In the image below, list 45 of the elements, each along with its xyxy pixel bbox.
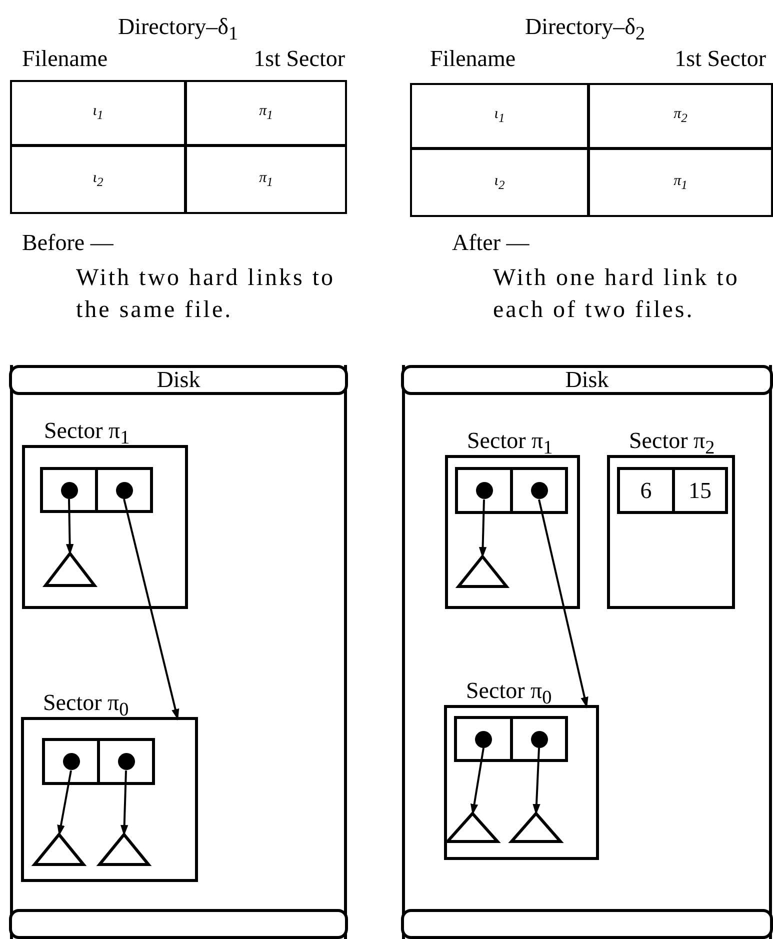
sector-label: Sector π$_{0}$ bbox=[466, 677, 552, 711]
triangle-symbol bbox=[44, 552, 96, 587]
table-cell-text: π$_{1}$ bbox=[258, 168, 274, 190]
column-header: 1st Sector bbox=[254, 46, 345, 72]
column-header: 1st Sector bbox=[674, 46, 766, 72]
table-title: Directory–δ$_{2}$ bbox=[524, 14, 646, 46]
triangle-symbol bbox=[446, 812, 499, 843]
table-cell: π$_{2}$ bbox=[590, 85, 771, 150]
pointer-cell bbox=[95, 467, 153, 513]
sector-label: Sector π$_{0}$ bbox=[43, 689, 129, 723]
arrow bbox=[470, 748, 484, 816]
caption-heading: After — bbox=[452, 230, 530, 256]
column-header: Filename bbox=[22, 46, 108, 72]
disk-header: Disk bbox=[401, 365, 773, 395]
caption-heading: Before — bbox=[22, 230, 114, 256]
table-cell: ι$_{1}$ bbox=[12, 82, 187, 147]
value-cell: 15 bbox=[672, 467, 728, 514]
caption-text: With one hard link to each of two files. bbox=[493, 264, 740, 325]
column-header: Filename bbox=[430, 46, 516, 72]
pointer-cell bbox=[42, 738, 100, 785]
pointer-cell bbox=[510, 716, 568, 762]
triangle-symbol bbox=[98, 833, 150, 866]
pointer-cell bbox=[510, 467, 568, 514]
table-cell: π$_{1}$ bbox=[187, 82, 345, 147]
table-cell: ι$_{2}$ bbox=[12, 147, 187, 212]
disk-frame bbox=[402, 365, 772, 939]
triangle-symbol bbox=[510, 812, 562, 843]
caption-text: With two hard links to the same file. bbox=[76, 264, 336, 325]
pointer-cell bbox=[40, 467, 98, 513]
sector-label: Sector π$_{2}$ bbox=[629, 427, 715, 461]
disk-header: Disk bbox=[9, 365, 348, 395]
value-cell: 6 bbox=[617, 467, 675, 514]
triangle-symbol bbox=[33, 833, 85, 866]
table-title: Directory–δ$_{1}$ bbox=[118, 14, 238, 46]
pointer-cell bbox=[455, 467, 513, 514]
pointer-cell bbox=[97, 738, 155, 785]
disk-frame bbox=[10, 365, 347, 939]
table-cell-text: π$_{1}$ bbox=[672, 172, 688, 194]
pointer-cell bbox=[454, 716, 513, 762]
arrow bbox=[57, 770, 72, 836]
table-cell: ι$_{1}$ bbox=[412, 85, 590, 150]
table-cell: ι$_{2}$ bbox=[412, 150, 590, 215]
triangle-symbol bbox=[457, 555, 508, 588]
sector-label: Sector π$_{1}$ bbox=[44, 417, 130, 451]
sector-label: Sector π$_{1}$ bbox=[467, 427, 553, 461]
